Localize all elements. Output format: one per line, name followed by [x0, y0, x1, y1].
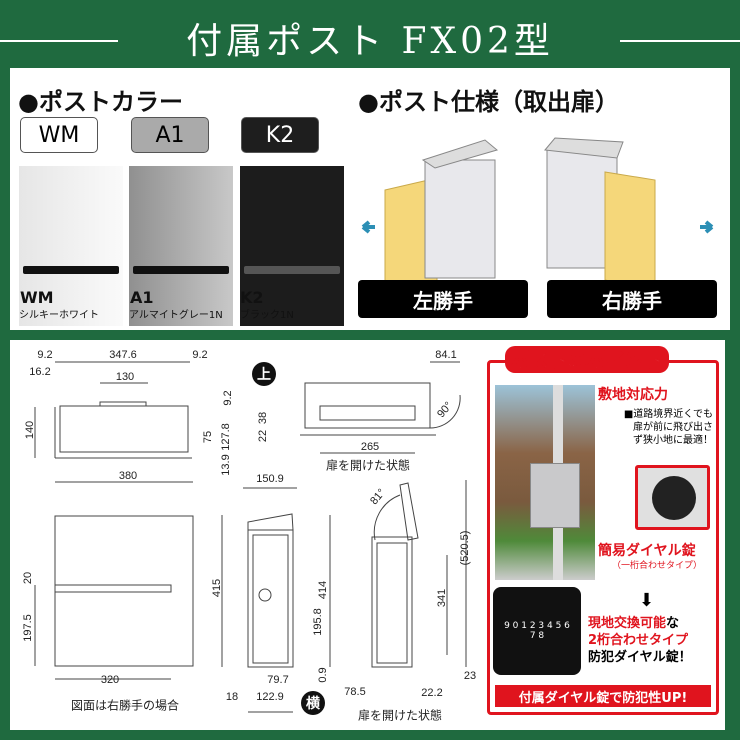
- dim-label: 18: [225, 691, 239, 703]
- lock1-title: 簡易ダイヤル錠: [598, 543, 696, 559]
- dim-label: 150.9: [256, 473, 284, 485]
- dim-label: 127.8: [220, 423, 232, 451]
- dim-label: 38: [257, 411, 269, 425]
- color-heading: ●ポストカラー: [18, 88, 183, 116]
- dim-label: (520.5): [459, 530, 471, 566]
- lock2-line: 2桁合わせタイプ: [588, 633, 689, 648]
- post-image-k2: [240, 166, 344, 326]
- title-rule-right: [620, 40, 740, 42]
- dim-label: 16.2: [29, 366, 51, 378]
- dial-digits: 9 0 1 2 3 4 5 6 7 8: [504, 621, 570, 641]
- dim-label: 22.2: [421, 687, 443, 699]
- dim-label: 9.2: [222, 390, 234, 406]
- dim-label: 23: [463, 670, 477, 682]
- two-digit-dial-lock-photo: 9 0 1 2 3 4 5 6 7 8: [493, 587, 581, 675]
- dim-label: 130: [115, 371, 135, 383]
- dim-label: 79.7: [267, 674, 289, 686]
- arrow-left-icon: [361, 220, 375, 234]
- security-banner: 付属ダイヤル錠で防犯性UP!: [495, 685, 711, 707]
- dim-label: 195.8: [312, 608, 324, 636]
- name-k2: ブラック1N: [240, 310, 294, 321]
- dimension-drawings: [34, 361, 467, 713]
- lock2-text: 現地交換可能な 2桁合わせタイプ 防犯ダイヤル錠！: [588, 615, 692, 666]
- dim-label: 22: [257, 429, 269, 443]
- dim-label: 265: [360, 441, 380, 453]
- feature1-title: 敷地対応力: [598, 387, 668, 403]
- top-view-badge: 上: [252, 362, 276, 386]
- dim-label: 9.2: [37, 349, 53, 361]
- spec-heading: ●ポスト仕様（取出扉）: [358, 88, 619, 116]
- down-arrow-icon: ⬇: [639, 590, 655, 611]
- dim-label: 78.5: [344, 686, 366, 698]
- dim-label: 122.9: [256, 691, 284, 703]
- dim-label: 20: [22, 571, 34, 585]
- front-view-drawing: [34, 515, 194, 680]
- post-image-a1: [129, 166, 233, 326]
- lock2-line: 防犯ダイヤル錠！: [588, 650, 692, 665]
- feature1-line: 扉が前に飛び出さ: [633, 422, 713, 433]
- dim-label: 415: [211, 578, 223, 598]
- open-state-caption: 扉を開けた状態: [325, 458, 411, 473]
- drawing-note: 図面は右勝手の場合: [70, 698, 180, 713]
- lock2-line: な: [666, 616, 680, 631]
- installation-photo: [495, 385, 595, 580]
- dim-label: 347.6: [109, 349, 137, 361]
- code-k2: K2: [240, 288, 264, 307]
- simple-dial-lock-photo: [635, 465, 710, 530]
- open-state-caption-side: 扉を開けた状態: [357, 708, 443, 723]
- door-spec-illustration: [361, 137, 714, 280]
- dim-label: 9.2: [192, 349, 208, 361]
- lock2-line: 現地交換可能: [588, 616, 667, 631]
- letter-left: [384, 177, 438, 280]
- side-view-drawing: [221, 487, 331, 713]
- top-view-open-drawing: [300, 361, 461, 454]
- code-wm: WM: [20, 288, 54, 307]
- lock1-subtitle: （一桁合わせタイプ）: [612, 561, 703, 571]
- dim-label: 380: [118, 470, 138, 482]
- points-heading: ポストのポイント: [505, 346, 670, 373]
- feature1-line: ず狭小地に最適！: [633, 435, 713, 446]
- dim-label: 197.5: [22, 614, 34, 642]
- dim-label: 75: [202, 430, 214, 444]
- code-a1: A1: [130, 288, 154, 307]
- dim-label: 320: [100, 674, 120, 686]
- title-rule-left: [0, 40, 118, 42]
- post-image-wm: [19, 166, 123, 326]
- dim-label: 0.9: [317, 667, 329, 683]
- chip-a1: A1: [131, 117, 209, 153]
- right-hand-label: 右勝手: [547, 280, 717, 318]
- dim-label: 13.9: [220, 454, 232, 476]
- chip-k2: K2: [241, 117, 319, 153]
- feature1-text: ■道路境界近くでも 扉が前に飛び出さ ず狭小地に最適！: [603, 408, 713, 447]
- name-wm: シルキーホワイト: [19, 310, 99, 321]
- dim-label: 140: [24, 420, 36, 440]
- dim-label: 341: [436, 588, 448, 608]
- page-title: 付属ポスト FX02型: [186, 21, 554, 62]
- post-left: [424, 159, 496, 279]
- top-view-drawing: [34, 361, 193, 483]
- side-view-badge: 横: [301, 691, 325, 715]
- chip-wm: WM: [20, 117, 98, 153]
- side-view-open-drawing: [371, 480, 467, 668]
- feature1-line: ■道路境界近くでも: [623, 409, 713, 420]
- left-hand-label: 左勝手: [358, 280, 528, 318]
- name-a1: アルマイトグレー1N: [129, 310, 223, 321]
- dim-label: 84.1: [435, 349, 457, 361]
- letter-right: [604, 171, 656, 280]
- dim-label: 414: [317, 580, 329, 600]
- arrow-right-icon: [700, 220, 714, 234]
